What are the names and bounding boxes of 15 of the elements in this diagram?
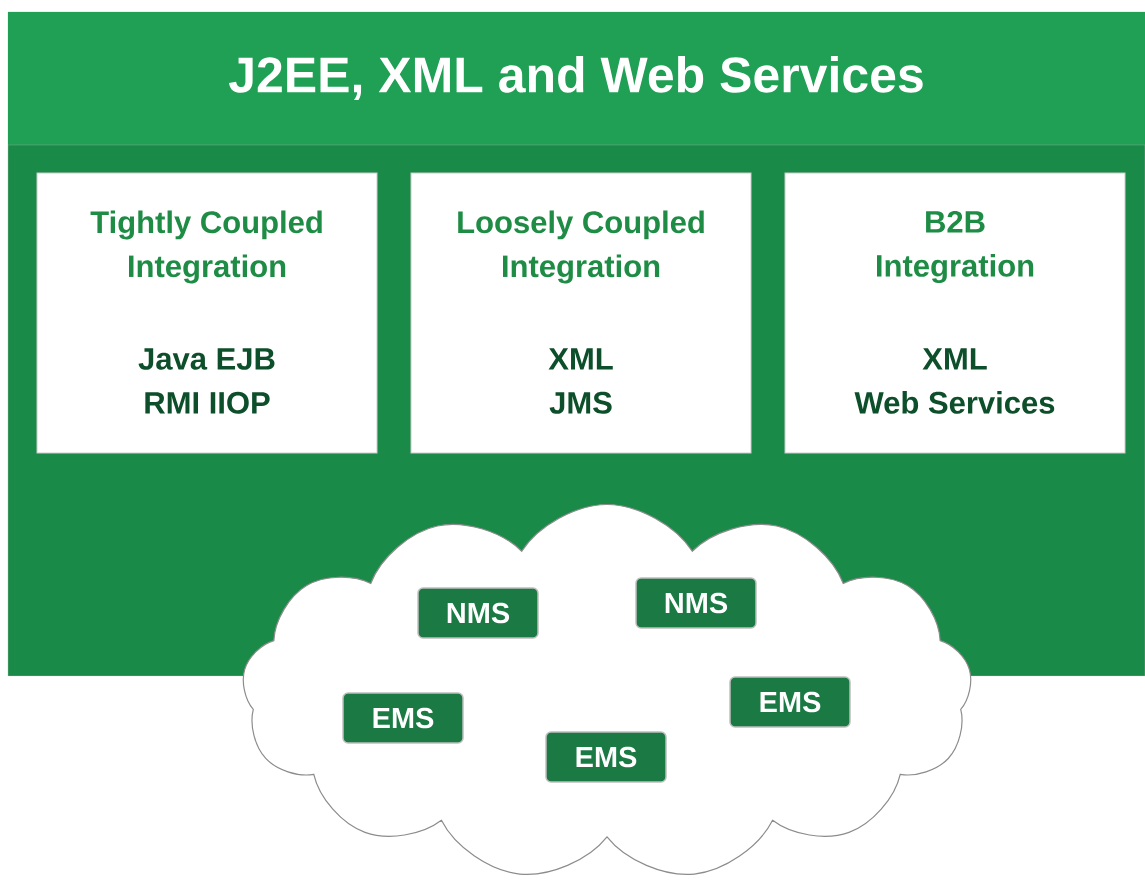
label-badge: NMS	[635, 577, 757, 629]
label-badge: EMS	[545, 731, 667, 783]
card-text: XML Web Services	[854, 348, 1055, 414]
card	[36, 172, 378, 454]
label-badge: EMS	[729, 676, 851, 728]
card-text: XML JMS	[548, 348, 613, 414]
card-heading: B2B Integration	[877, 210, 1034, 284]
card-text: Java EJB RMI IIOP	[138, 348, 275, 414]
card	[410, 172, 752, 454]
card-heading: Loosely Coupled Integration	[458, 210, 704, 284]
card	[784, 172, 1126, 454]
card-heading: Tightly Coupled Integration	[90, 210, 322, 284]
title: J2EE, XML and Web Services	[228, 56, 923, 100]
label-badge: NMS	[417, 587, 539, 639]
label-badge: EMS	[342, 692, 464, 744]
